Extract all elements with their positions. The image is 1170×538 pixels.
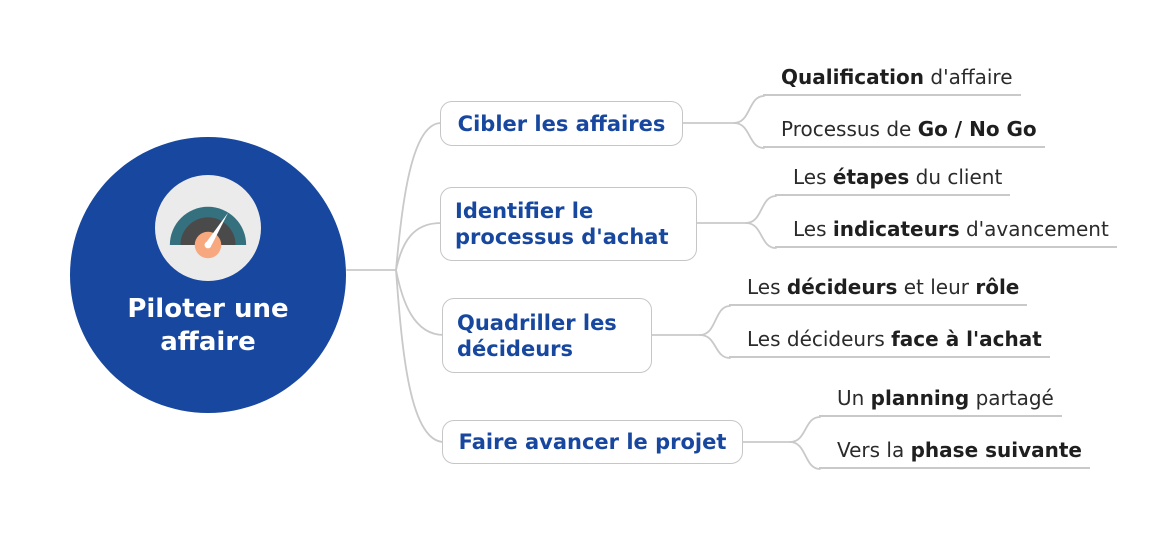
branch-node-quadriller[interactable]: Quadriller les décideurs xyxy=(442,298,652,373)
node2-leaf-curve-up xyxy=(745,195,777,224)
branch-curve-1 xyxy=(395,122,442,271)
leaf-qualification-affaire[interactable]: Qualification d'affaire xyxy=(763,65,1021,96)
node2-leaf-curve-down xyxy=(745,222,777,249)
leaf-phase-suivante[interactable]: Vers la phase suivante xyxy=(819,438,1090,469)
central-topic-label: Piloter une affaire xyxy=(127,294,289,357)
leaf-etapes-client[interactable]: Les étapes du client xyxy=(775,165,1011,196)
leaf-processus-go-no-go[interactable]: Processus de Go / No Go xyxy=(763,117,1045,148)
leaf-decideurs-role[interactable]: Les décideurs et leur rôle xyxy=(729,275,1028,306)
node1-leaf-curve-down xyxy=(733,122,765,149)
branch-node-label: Identifier le processus d'achat xyxy=(455,199,669,249)
node3-leaf-curve-up xyxy=(699,305,731,336)
gauge-icon xyxy=(155,175,261,281)
node1-leaf-curve-up xyxy=(733,95,765,124)
branch-node-cibler[interactable]: Cibler les affaires xyxy=(440,101,683,146)
node4-leaf-curve-up xyxy=(789,416,821,443)
node3-leaf-curve-down xyxy=(699,334,731,359)
branch-node-label: Cibler les affaires xyxy=(457,111,666,136)
branch-curve-3 xyxy=(395,269,445,336)
node4-leaf-curve-down xyxy=(789,441,821,470)
leaf-indicateurs-avancement[interactable]: Les indicateurs d'avancement xyxy=(775,217,1117,248)
branch-curve-2 xyxy=(395,222,442,271)
leaf-planning-partage[interactable]: Un planning partagé xyxy=(819,386,1062,417)
central-topic[interactable]: Piloter une affaire xyxy=(70,137,346,413)
branch-node-identifier[interactable]: Identifier le processus d'achat xyxy=(440,187,697,261)
leaf-decideurs-face-achat[interactable]: Les décideurs face à l'achat xyxy=(729,327,1050,358)
branch-curve-4 xyxy=(395,269,445,443)
branch-node-label: Faire avancer le projet xyxy=(458,430,727,454)
branch-node-faire-avancer[interactable]: Faire avancer le projet xyxy=(442,420,743,464)
branch-node-label: Quadriller les décideurs xyxy=(457,310,617,361)
